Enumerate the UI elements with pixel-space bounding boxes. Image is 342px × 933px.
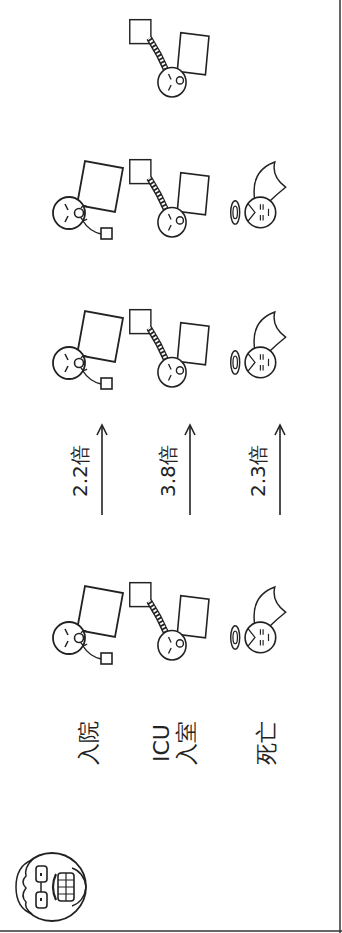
death-before [231, 587, 286, 653]
patient-before [53, 586, 123, 664]
ratio-value: 2.3倍 [247, 445, 270, 497]
ratio-arrow [275, 425, 285, 515]
icu-after [130, 160, 209, 237]
patient-after [53, 311, 123, 389]
row-label: 入院 [76, 721, 101, 765]
ratio-value: 2.2倍 [69, 445, 92, 497]
arrow-head [97, 425, 107, 435]
death-after [231, 312, 286, 378]
ratio-arrow [97, 425, 107, 515]
arrow-head [275, 425, 285, 435]
frame-line [0, 930, 342, 932]
icu-after [130, 20, 209, 97]
row-label: 死亡 [254, 721, 279, 765]
row-label: ICU 入室 [149, 712, 200, 774]
doctor [16, 853, 86, 921]
ratio-arrow [185, 425, 195, 515]
arrow-head [185, 425, 195, 435]
icu-after [130, 310, 209, 387]
arrow-shaft [189, 427, 191, 515]
arrow-shaft [279, 427, 281, 515]
death-after [231, 162, 286, 228]
ratio-value: 3.8倍 [157, 445, 180, 497]
patient-after [53, 161, 123, 239]
arrow-shaft [101, 427, 103, 515]
icu-before [130, 583, 209, 660]
frame-line [339, 0, 341, 933]
